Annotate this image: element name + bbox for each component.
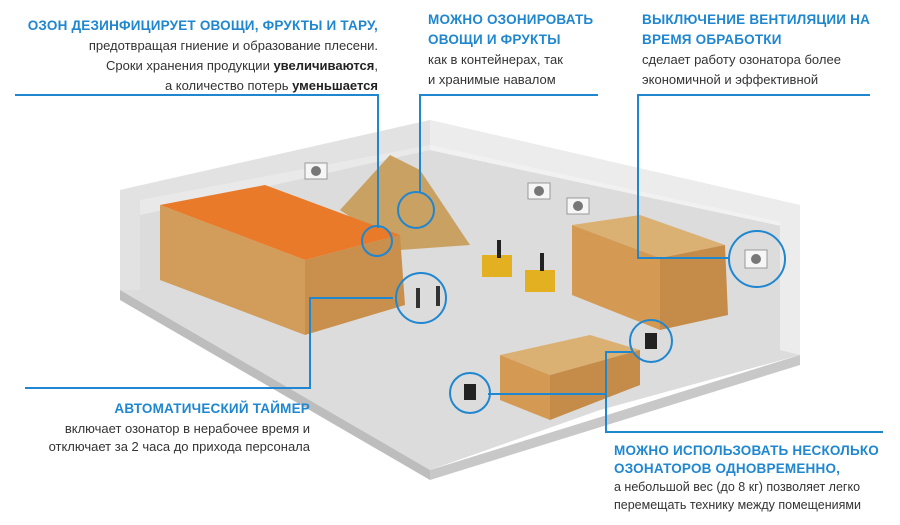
callout-line <box>605 351 632 394</box>
callout-ventilation: ВЫКЛЮЧЕНИЕ ВЕНТИЛЯЦИИ НА ВРЕМЯ ОБРАБОТКИ… <box>642 10 870 90</box>
crate-stack <box>572 215 725 258</box>
callout-text: Сроки хранения продукции увеличиваются, <box>106 58 378 73</box>
callout-circle <box>361 225 393 257</box>
callout-text: предотвращая гниение и образование плесе… <box>88 38 378 53</box>
callout-line <box>25 297 393 389</box>
callout-line <box>419 94 598 192</box>
callout-text: перемещать технику между помещениями <box>614 498 861 512</box>
callout-multiple-ozonators: МОЖНО ИСПОЛЬЗОВАТЬ НЕСКОЛЬКО ОЗОНАТОРОВ … <box>614 442 879 514</box>
callout-timer: АВТОМАТИЧЕСКИЙ ТАЙМЕР включает озонатор … <box>10 398 310 456</box>
callout-title: МОЖНО ИСПОЛЬЗОВАТЬ НЕСКОЛЬКО <box>614 443 879 458</box>
callout-circle <box>449 372 491 414</box>
forklift <box>482 255 512 277</box>
callout-text: сделает работу озонатора более <box>642 52 841 67</box>
crate-stack <box>160 185 400 260</box>
callout-line <box>488 393 883 433</box>
ozonator-device <box>464 384 476 400</box>
callout-circle <box>395 272 447 324</box>
callout-title: МОЖНО ОЗОНИРОВАТЬ <box>428 12 594 27</box>
crate-stack <box>500 335 640 375</box>
callout-text: а количество потерь уменьшается <box>164 78 378 93</box>
people <box>416 288 420 308</box>
callout-title: ОЗОНАТОРОВ ОДНОВРЕМЕННО, <box>614 461 841 476</box>
callout-text: отключает за 2 часа до прихода персонала <box>48 439 310 454</box>
callout-text: экономичной и эффективной <box>642 72 819 87</box>
ozonator-device <box>645 333 657 349</box>
callout-text: а небольшой вес (до 8 кг) позволяет легк… <box>614 480 861 494</box>
callout-circle <box>397 191 435 229</box>
callout-title: ВЫКЛЮЧЕНИЕ ВЕНТИЛЯЦИИ НА <box>642 12 871 27</box>
callout-title: ОВОЩИ И ФРУКТЫ <box>428 32 561 47</box>
callout-circle <box>629 319 673 363</box>
callout-circle <box>728 230 786 288</box>
callout-bulk-storage: МОЖНО ОЗОНИРОВАТЬ ОВОЩИ И ФРУКТЫ как в к… <box>428 10 593 90</box>
callout-title: ОЗОН ДЕЗИНФИЦИРУЕТ ОВОЩИ, ФРУКТЫ И ТАРУ, <box>27 18 378 33</box>
callout-line <box>15 94 379 228</box>
callout-text: как в контейнерах, так <box>428 52 563 67</box>
callout-disinfection: ОЗОН ДЕЗИНФИЦИРУЕТ ОВОЩИ, ФРУКТЫ И ТАРУ,… <box>10 16 378 96</box>
callout-line <box>637 94 870 259</box>
callout-title: ВРЕМЯ ОБРАБОТКИ <box>642 32 782 47</box>
callout-text: включает озонатор в нерабочее время и <box>64 421 310 436</box>
callout-text: и хранимые навалом <box>428 72 556 87</box>
callout-title: АВТОМАТИЧЕСКИЙ ТАЙМЕР <box>114 401 310 416</box>
